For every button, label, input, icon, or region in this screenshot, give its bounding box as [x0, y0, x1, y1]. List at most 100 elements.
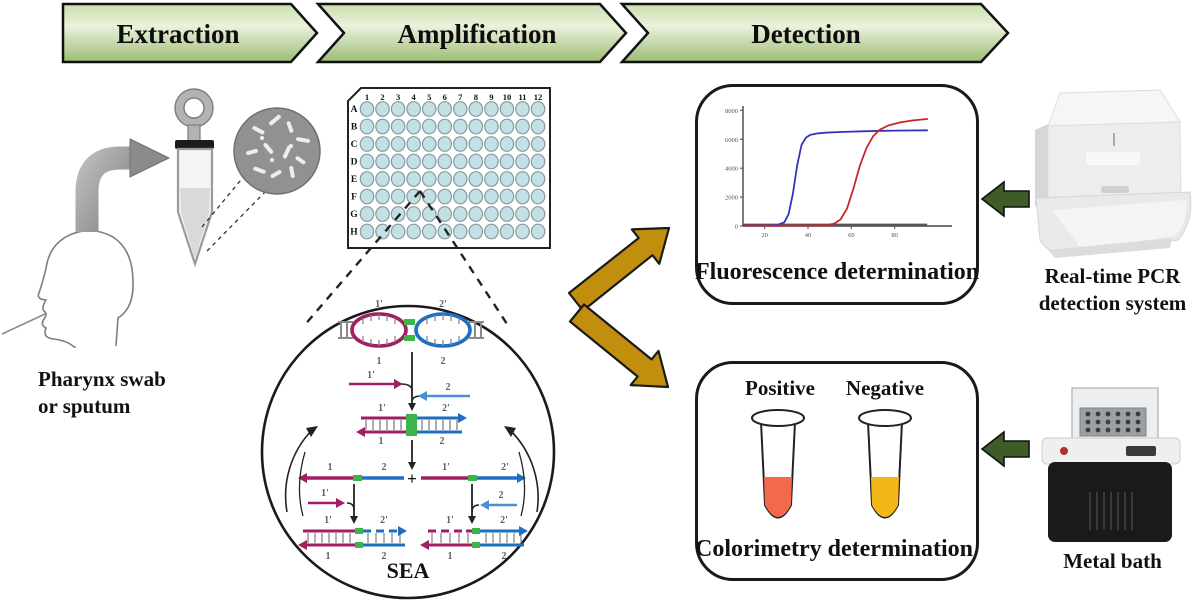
plate-row-label: H [350, 228, 358, 238]
plate-well [390, 171, 406, 187]
plate-well [406, 153, 421, 170]
x-tick-label: 60 [848, 232, 855, 239]
plate-well [359, 206, 375, 222]
sea-label: 1' [442, 462, 450, 473]
plate-column-label: 3 [396, 92, 400, 102]
banner-label-detection: Detection [751, 19, 860, 49]
y-tick-label: 6000 [725, 137, 738, 144]
plate-well [499, 223, 515, 240]
plate-well [421, 223, 437, 240]
plate-well [406, 206, 421, 222]
sea-label: 1' [321, 488, 329, 499]
plate-well [390, 136, 406, 152]
sea-label: 1' [378, 403, 386, 414]
banner-step-extraction [61, 2, 319, 64]
sea-label: 1 [377, 356, 382, 367]
green-arrow-metal-bath [980, 430, 1030, 468]
plate-well [515, 171, 530, 187]
sea-label: 1' [446, 515, 454, 526]
plate-well [515, 223, 530, 240]
sea-label: 2' [500, 515, 508, 526]
plate-well [499, 101, 515, 117]
plate-column-label: 12 [534, 92, 543, 102]
sample-label-line2: or sputum [38, 394, 131, 418]
plate-well [499, 171, 515, 187]
plate-well [484, 206, 499, 222]
plate-well [484, 223, 499, 240]
plate-well [515, 136, 530, 152]
sea-label: 1 [448, 551, 453, 562]
plate-well [421, 153, 437, 170]
plate-well [421, 101, 437, 117]
plate-well [468, 223, 484, 240]
plate-well [468, 118, 484, 135]
sea-label: 1 [326, 551, 331, 562]
plate-well [468, 171, 484, 187]
plate-well [484, 153, 499, 170]
plate-well [468, 153, 484, 170]
bacteria-inset [201, 107, 321, 252]
plate-well [390, 206, 406, 222]
plate-well [375, 171, 390, 187]
plate-well [375, 188, 390, 205]
plate-well [452, 206, 468, 222]
plate-well [375, 136, 390, 152]
plate-well [375, 223, 390, 240]
plate-well [515, 206, 530, 222]
plate-well [530, 223, 546, 240]
plate-well [359, 171, 375, 187]
sea-label: 1' [375, 299, 383, 310]
negative-liquid [871, 477, 899, 517]
plate-row-label: B [351, 123, 358, 133]
plate-row-label: F [351, 193, 357, 203]
green-arrow-pcr [980, 180, 1030, 218]
plate-well [437, 188, 453, 205]
power-button [1060, 447, 1068, 455]
plate-column-label: 9 [489, 92, 493, 102]
x-tick-label: 80 [891, 232, 898, 239]
bacteria-rods [246, 114, 310, 178]
negative-label: Negative [845, 376, 925, 400]
metal-bath-label: Metal bath [1063, 549, 1162, 573]
series-early-amplification-curve [742, 129, 929, 227]
plate-well [421, 206, 437, 222]
plate-well [499, 188, 515, 205]
sea-separated-strands: 1 2 + 1' 2' [298, 462, 526, 488]
plate-well [530, 153, 546, 170]
sea-label: 2 [502, 551, 507, 562]
plate-well [390, 188, 406, 205]
negative-tube-icon [858, 409, 912, 519]
plate-well [437, 101, 453, 117]
plate-well [499, 153, 515, 170]
plate-well [499, 206, 515, 222]
sea-step2-arrowhead [408, 462, 416, 470]
plate-column-label: 11 [518, 92, 526, 102]
plate-well [530, 171, 546, 187]
positive-tube-icon [751, 409, 805, 519]
sea-title: SEA [387, 558, 430, 583]
plate-well [499, 118, 515, 135]
colorimetry-title: Colorimetry determination [695, 536, 973, 562]
plate-well [375, 101, 390, 117]
plate-well [515, 188, 530, 205]
plate-well [484, 101, 499, 117]
plate-row-label: E [351, 175, 357, 185]
plate-well [406, 118, 421, 135]
plate-well [468, 188, 484, 205]
sea-mechanism: 1' 2' 1 2 1' 2 [260, 299, 556, 600]
sea-label: 2' [380, 515, 388, 526]
heat-block-wells [1085, 411, 1141, 433]
y-tick-label: 2000 [725, 195, 738, 202]
plate-column-label: 4 [412, 92, 417, 102]
plate-column-label: 6 [443, 92, 447, 102]
sea-step3: 1' 2 [308, 484, 517, 524]
plate-well [390, 101, 406, 117]
tube-liquid [180, 188, 210, 259]
vent-slots [1089, 492, 1133, 530]
sea-duplex-full: 1' 2' 1 2 [356, 403, 467, 447]
series-late-amplification-curve [742, 118, 929, 227]
sea-label: 1' [324, 515, 332, 526]
